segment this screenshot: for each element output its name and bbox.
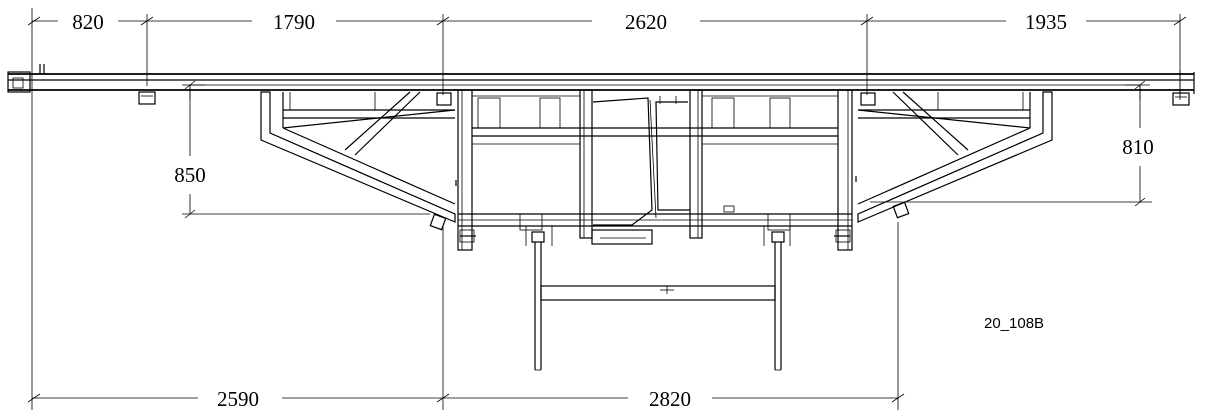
- drawing-reference: 20_108B: [984, 315, 1044, 332]
- dim-bottom-2: 2820: [649, 387, 691, 410]
- side-dim-left: [182, 80, 430, 219]
- bottom-dimension-chain: [27, 222, 905, 410]
- side-dim-right: [870, 80, 1152, 207]
- main-beam: [7, 64, 1195, 96]
- dim-top-4: 1935: [1025, 10, 1067, 34]
- dim-top-1: 820: [72, 10, 104, 34]
- dim-bottom-1: 2590: [217, 387, 259, 410]
- center-frame: [455, 89, 857, 251]
- dim-side-left: 850: [174, 163, 206, 187]
- right-truss: [857, 91, 1053, 223]
- central-hopper: [591, 96, 735, 245]
- dim-top-2: 1790: [273, 10, 315, 34]
- top-dimension-chain: [27, 8, 1187, 410]
- dim-top-3: 2620: [625, 10, 667, 34]
- corner-feet: [429, 201, 910, 231]
- left-truss: [260, 91, 456, 223]
- dim-side-right: 810: [1122, 135, 1154, 159]
- hanging-brackets: [525, 226, 791, 371]
